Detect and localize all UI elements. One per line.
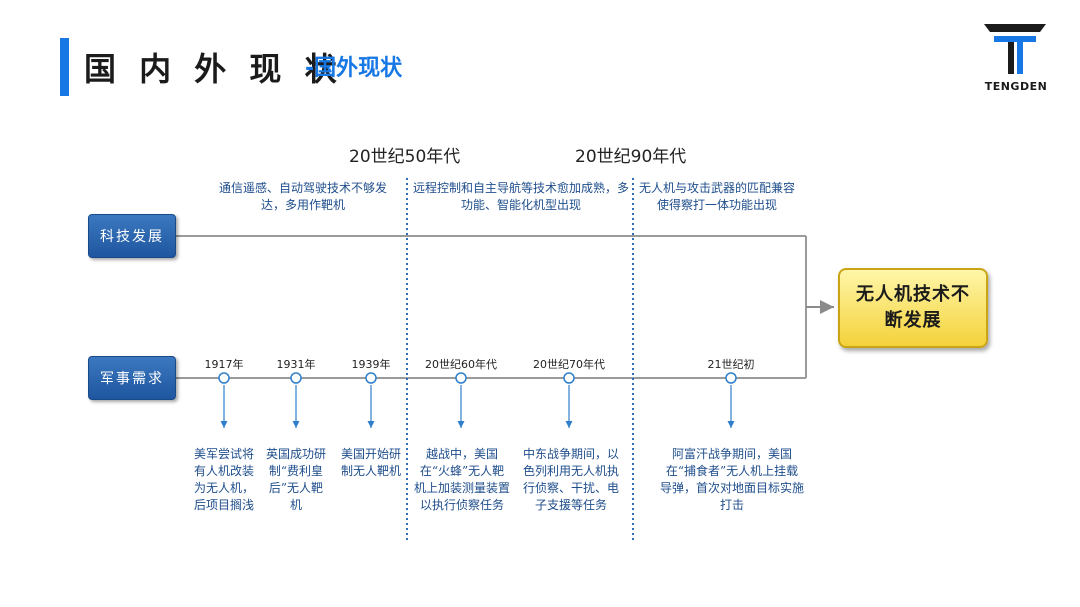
milestone-year-2: 1931年 — [276, 358, 316, 371]
milestone-year-3: 1939年 — [351, 358, 391, 371]
result-text: 无人机技术不断发展 — [856, 284, 970, 331]
milestone-dot — [563, 372, 575, 384]
milestone-text-3: 美国开始研制无人靶机 — [341, 447, 402, 478]
military-label-box: 军事需求 — [88, 356, 176, 400]
milestone-year-4: 20世纪60年代 — [425, 358, 497, 371]
page-title: 国 内 外 现 状 — [84, 50, 343, 88]
logo-text: TENGDEN — [984, 80, 1048, 93]
page-subtitle: -国外现状 — [305, 56, 403, 81]
milestone-text-2: 英国成功研制“费利皇后”无人靶机 — [265, 447, 326, 512]
milestone-dot — [218, 372, 230, 384]
tech-desc-2: 远程控制和自主导航等技术愈加成熟，多功能、智能化机型出现 — [413, 181, 630, 212]
milestone-dot — [365, 372, 377, 384]
milestone-dot — [455, 372, 467, 384]
milestone-text-4: 越战中，美国在“火蜂”无人靶机上加装测量装置以执行侦察任务 — [414, 447, 511, 512]
milestone-text-5: 中东战争期间，以色列利用无人机执行侦察、干扰、电子支援等任务 — [522, 447, 619, 512]
milestone-year-5: 20世纪70年代 — [533, 358, 605, 371]
tech-desc-3: 无人机与攻击武器的匹配兼容使得察打一体功能出现 — [638, 181, 795, 212]
milestone-dot — [290, 372, 302, 384]
milestone-year-6: 21世纪初 — [707, 358, 755, 371]
tengden-logo-icon — [984, 24, 1046, 74]
tech-desc-1: 通信遥感、自动驾驶技术不够发达，多用作靶机 — [218, 181, 387, 212]
era-label-50s: 20世纪50年代 — [349, 147, 461, 167]
milestone-dot — [725, 372, 737, 384]
milestone-year-1: 1917年 — [204, 358, 244, 371]
title-accent-bar — [60, 38, 69, 96]
milestone-text-6: 阿富汗战争期间，美国在“捕食者”无人机上挂载导弹，首次对地面目标实施打击 — [660, 447, 805, 512]
milestone-text-1: 美军尝试将有人机改装为无人机，后项目搁浅 — [193, 447, 254, 512]
tech-label-box: 科技发展 — [88, 214, 176, 258]
era-label-90s: 20世纪90年代 — [575, 147, 687, 167]
result-box: 无人机技术不断发展 — [838, 268, 988, 348]
